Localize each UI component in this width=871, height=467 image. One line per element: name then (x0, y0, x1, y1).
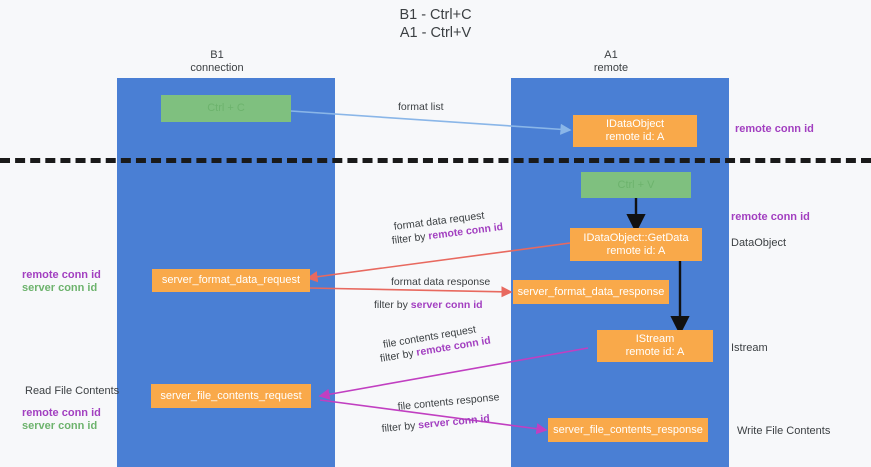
label-format-data-response: format data response (391, 276, 491, 288)
column-header-b1: B1 connection (117, 49, 317, 75)
label-format-data-response-filter-prefix: filter by (374, 299, 411, 311)
box-ctrl-c[interactable]: Ctrl + C (161, 95, 291, 122)
side-label-remote-conn-id-mid: remote conn id (731, 211, 810, 223)
box-idataobject-remote-line1: IDataObject (605, 118, 665, 130)
side-label-left-server-conn-id-mid: server conn id (22, 282, 98, 294)
box-getdata-line1: IDataObject::GetData (583, 231, 689, 244)
arrow-format-data-request (306, 242, 571, 283)
box-idataobject-remote-line2: remote id: A (605, 131, 665, 143)
side-label-istream: Istream (731, 342, 768, 354)
box-idataobject-remote[interactable]: IDataObject remote id: A (573, 115, 697, 147)
side-label-dataobject: DataObject (731, 237, 787, 249)
arrow-format-list (275, 109, 572, 135)
side-label-left-remote-conn-id-mid: remote conn id (22, 269, 101, 281)
box-ctrl-v[interactable]: Ctrl + V (581, 172, 691, 198)
column-header-b1-name: B1 (210, 49, 224, 61)
label-format-list: format list (398, 101, 444, 113)
box-server-file-contents-response[interactable]: server_file_contents_response (548, 418, 708, 442)
arrow-format-data-response (307, 286, 513, 298)
box-server-file-contents-request[interactable]: server_file_contents_request (151, 384, 311, 408)
arrow-file-contents-request (318, 347, 589, 400)
box-server-format-data-request[interactable]: server_format_data_request (152, 269, 310, 292)
label-file-contents-response-filter-prefix: filter by (381, 419, 419, 435)
box-istream-line1: IStream (635, 333, 675, 345)
side-label-write-file-contents: Write File Contents (737, 425, 831, 437)
column-header-a1-role: remote (593, 62, 629, 74)
box-idataobject-getdata[interactable]: IDataObject::GetData remote id: A (570, 228, 702, 261)
side-label-left-remote-conn-id-bot: remote conn id (22, 407, 101, 419)
side-label-read-file-contents: Read File Contents (25, 385, 120, 397)
box-istream[interactable]: IStream remote id: A (597, 330, 713, 362)
side-label-remote-conn-id-top: remote conn id (735, 123, 814, 135)
column-header-a1: A1 remote (511, 49, 711, 75)
title-line-1: B1 - Ctrl+C (399, 7, 472, 23)
title-line-2: A1 - Ctrl+V (399, 25, 472, 41)
box-istream-line2: remote id: A (625, 346, 685, 358)
column-header-a1-name: A1 (604, 49, 618, 61)
box-getdata-line2: remote id: A (606, 244, 666, 257)
label-format-data-response-filter-key: server conn id (410, 299, 483, 311)
arrow-file-contents-response (319, 399, 548, 435)
column-header-b1-role: connection (190, 62, 244, 74)
side-label-left-server-conn-id-bot: server conn id (22, 420, 98, 432)
box-server-format-data-response[interactable]: server_format_data_response (513, 280, 669, 304)
diagram-title: B1 - Ctrl+C A1 - Ctrl+V (0, 6, 871, 42)
phase-divider (0, 158, 871, 163)
label-format-data-response-filter: filter by server conn id (374, 298, 483, 312)
